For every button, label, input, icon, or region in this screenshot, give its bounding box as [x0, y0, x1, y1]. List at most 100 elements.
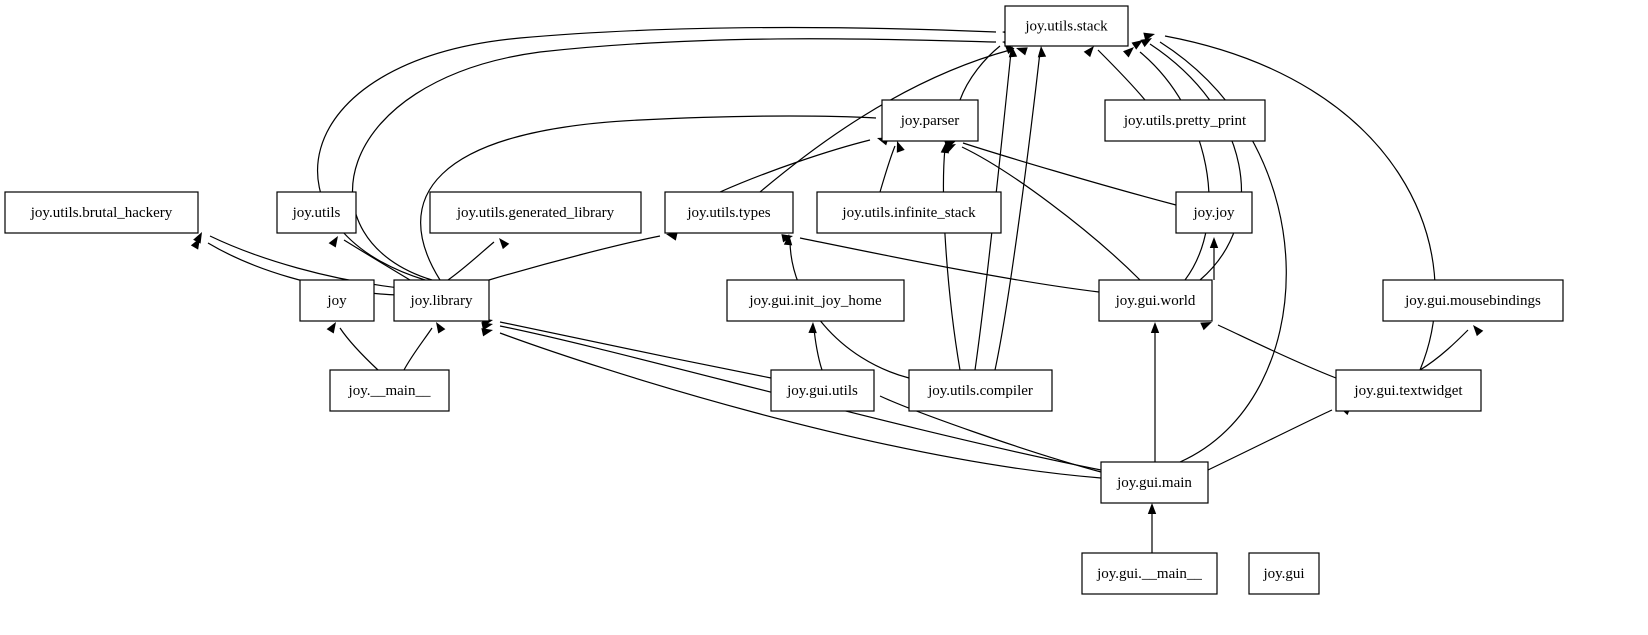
- node-box[interactable]: [329, 369, 450, 412]
- node-joy-utils-infinite-stack[interactable]: joy.utils.infinite_stack: [816, 191, 1002, 234]
- node-joy-utils-pretty-print[interactable]: joy.utils.pretty_print: [1104, 99, 1266, 142]
- node-joy-utils-compiler[interactable]: joy.utils.compiler: [908, 369, 1053, 412]
- node-box[interactable]: [908, 369, 1053, 412]
- arrowhead-icon: [481, 322, 493, 331]
- node-joy-gui-utils[interactable]: joy.gui.utils: [770, 369, 875, 412]
- node-joy-main[interactable]: joy.__main__: [329, 369, 450, 412]
- node-label: joy.utils: [292, 205, 341, 221]
- node-label: joy.utils.types: [686, 205, 770, 221]
- node-box[interactable]: [1248, 552, 1320, 595]
- arrowhead-icon: [1200, 322, 1212, 331]
- node-box[interactable]: [4, 191, 199, 234]
- node-joy-parser[interactable]: joy.parser: [881, 99, 979, 142]
- node-box[interactable]: [881, 99, 979, 142]
- arrowhead-icon: [190, 238, 200, 250]
- edge-joy-gui-main-to-joy-utils-stack: [1140, 38, 1287, 463]
- arrowhead-icon: [1008, 46, 1018, 58]
- arrowhead-icon: [328, 236, 338, 248]
- node-joy-utils[interactable]: joy.utils: [276, 191, 357, 234]
- arrowhead-icon: [666, 232, 678, 241]
- node-joy-gui-main[interactable]: joy.gui.__main__: [1081, 552, 1218, 595]
- arrowhead-icon: [1016, 47, 1028, 56]
- nodes-layer: joy.utils.stack joy.parser joy.utils.prett…: [4, 5, 1564, 595]
- node-joy-joy[interactable]: joy.joy: [1175, 191, 1253, 234]
- node-label: joy.gui.__main__: [1096, 566, 1202, 582]
- node-label: joy.gui.textwidget: [1353, 383, 1463, 399]
- node-label: joy.utils.stack: [1024, 18, 1108, 34]
- edge-joy-utils-compiler-to-joy-parser: [940, 142, 961, 371]
- arrowhead-icon: [481, 328, 493, 337]
- arrowhead-icon: [1150, 322, 1160, 333]
- node-box[interactable]: [1100, 461, 1209, 504]
- node-label: joy: [326, 293, 347, 309]
- node-joy-gui-init-joy-home[interactable]: joy.gui.init_joy_home: [726, 279, 905, 322]
- edge-joy-utils-infinite-stack-to-joy-parser: [879, 141, 905, 193]
- edge-joy-gui-main-to-joy-library: [481, 328, 1102, 479]
- node-label: joy.parser: [900, 113, 960, 129]
- edge-joy-library-to-joy-utils-types: [488, 232, 678, 281]
- arrowhead-icon: [783, 234, 793, 246]
- node-joy[interactable]: joy: [299, 279, 375, 322]
- node-label: joy.__main__: [348, 383, 431, 399]
- node-box[interactable]: [1098, 279, 1213, 322]
- edge-joy-utils-types-to-joy-parser: [719, 137, 889, 193]
- edge-joy-gui-utils-to-joy-library: [481, 318, 772, 379]
- node-box[interactable]: [816, 191, 1002, 234]
- node-joy-gui[interactable]: joy.gui: [1248, 552, 1320, 595]
- edge-joy-library-to-joy-utils: [328, 236, 411, 281]
- node-joy-gui-world[interactable]: joy.gui.world: [1098, 279, 1213, 322]
- node-joy-utils-types[interactable]: joy.utils.types: [664, 191, 794, 234]
- node-label: joy.gui.main: [1116, 475, 1192, 491]
- node-label: joy.gui.mousebindings: [1404, 293, 1541, 309]
- arrowhead-icon: [808, 322, 817, 334]
- node-box[interactable]: [1335, 369, 1482, 412]
- node-box[interactable]: [393, 279, 490, 322]
- arrowhead-icon: [1037, 46, 1047, 58]
- node-box[interactable]: [429, 191, 642, 234]
- node-joy-gui-main[interactable]: joy.gui.main: [1100, 461, 1209, 504]
- edge-joy-library-to-joy-utils-generated-library: [447, 238, 510, 281]
- node-joy-utils-stack[interactable]: joy.utils.stack: [1004, 5, 1129, 47]
- node-box[interactable]: [299, 279, 375, 322]
- edge-joy-gui-main-to-joy-gui-textwidget: [1207, 407, 1351, 471]
- node-box[interactable]: [1004, 5, 1129, 47]
- node-box[interactable]: [1175, 191, 1253, 234]
- arrowhead-icon: [1209, 237, 1219, 248]
- node-label: joy.utils.brutal_hackery: [30, 205, 173, 221]
- node-label: joy.gui.init_joy_home: [748, 293, 882, 309]
- arrowhead-icon: [1140, 38, 1152, 48]
- arrowhead-icon: [193, 232, 202, 244]
- edge-joy-library-to-joy-utils-stack: [351, 38, 1014, 281]
- node-box[interactable]: [276, 191, 357, 234]
- arrowhead-icon: [940, 142, 950, 154]
- node-label: joy.library: [410, 293, 473, 309]
- arrowhead-icon: [1123, 47, 1134, 58]
- node-label: joy.utils.infinite_stack: [841, 205, 976, 221]
- arrowhead-icon: [499, 238, 510, 250]
- arrowhead-icon: [326, 322, 336, 334]
- node-joy-gui-textwidget[interactable]: joy.gui.textwidget: [1335, 369, 1482, 412]
- edge-joy-utils-compiler-to-joy-utils-types: [783, 234, 910, 379]
- node-box[interactable]: [1382, 279, 1564, 322]
- edge-joy-gui-textwidget-to-joy-gui-world: [1200, 322, 1337, 379]
- edge-joy-gui-main-to-joy-gui-world: [1150, 322, 1160, 463]
- edge-joy-gui-utils-to-joy-gui-init-joy-home: [808, 322, 823, 371]
- node-joy-library[interactable]: joy.library: [393, 279, 490, 322]
- node-box[interactable]: [726, 279, 905, 322]
- edge-joy-main-to-joy-library: [403, 322, 446, 371]
- node-joy-utils-brutal-hackery[interactable]: joy.utils.brutal_hackery: [4, 191, 199, 234]
- edge-joy-utils-types-to-joy-utils-stack: [759, 47, 1028, 193]
- edge-joy-utils-pretty-print-to-joy-utils-stack: [1083, 46, 1146, 101]
- node-joy-gui-mousebindings[interactable]: joy.gui.mousebindings: [1382, 279, 1564, 322]
- node-box[interactable]: [664, 191, 794, 234]
- node-label: joy.gui.world: [1115, 293, 1196, 309]
- node-box[interactable]: [1081, 552, 1218, 595]
- node-box[interactable]: [770, 369, 875, 412]
- node-label: joy.utils.compiler: [927, 383, 1033, 399]
- edge-joy-gui-world-to-joy-joy: [1209, 237, 1219, 281]
- node-joy-utils-generated-library[interactable]: joy.utils.generated_library: [429, 191, 642, 234]
- node-box[interactable]: [1104, 99, 1266, 142]
- node-label: joy.gui.utils: [786, 383, 858, 399]
